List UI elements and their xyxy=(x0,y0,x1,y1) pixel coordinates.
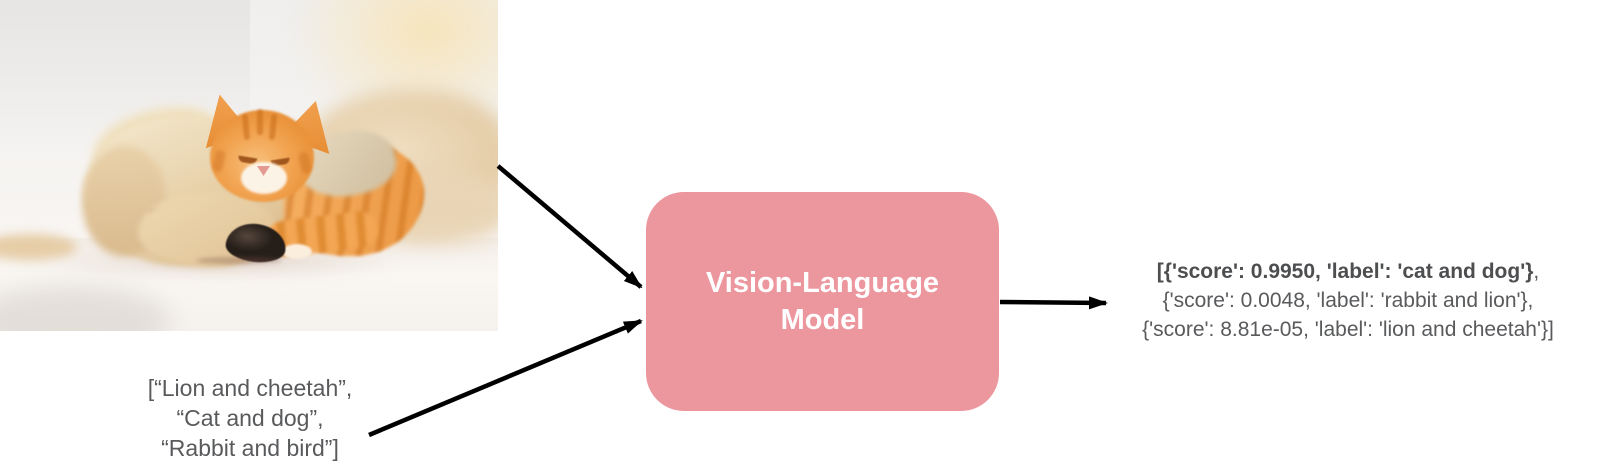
candidate-labels-text: [“Lion and cheetah”, “Cat and dog”, “Rab… xyxy=(95,373,405,463)
arrow-labels-to-model xyxy=(368,318,643,438)
vision-language-model-box: Vision-Language Model xyxy=(646,192,999,411)
input-image-photo xyxy=(0,0,498,331)
model-box-label: Vision-Language Model xyxy=(706,265,939,339)
output-line-3: {'score': 8.81e-05, 'label': 'lion and c… xyxy=(1142,318,1554,341)
output-line-1-bold: [{'score': 0.9950, 'label': 'cat and dog… xyxy=(1156,260,1534,283)
model-label-line1: Vision-Language xyxy=(705,266,940,299)
photo-dog-far-paw xyxy=(0,234,77,260)
output-line-1-suffix: , xyxy=(1533,260,1540,283)
candidate-label-line: [“Lion and cheetah”, xyxy=(147,375,353,401)
output-line-1: [{'score': 0.9950, 'label': 'cat and dog… xyxy=(1093,257,1600,286)
output-scores-text: [{'score': 0.9950, 'label': 'cat and dog… xyxy=(1093,257,1600,344)
candidate-label-line: “Rabbit and bird”] xyxy=(161,435,339,461)
model-label-line2: Model xyxy=(780,303,865,336)
photo-kitten-white-paw xyxy=(282,244,312,259)
photo-kitten-nose xyxy=(257,166,270,176)
photo-dog-mouth xyxy=(196,257,282,264)
photo-kitten-forehead-stripe xyxy=(257,109,263,135)
arrow-model-to-output xyxy=(999,296,1108,310)
candidate-label-line: “Cat and dog”, xyxy=(176,405,324,431)
output-line-2: {'score': 0.0048, 'label': 'rabbit and l… xyxy=(1162,289,1534,312)
arrow-image-to-model xyxy=(496,164,643,289)
